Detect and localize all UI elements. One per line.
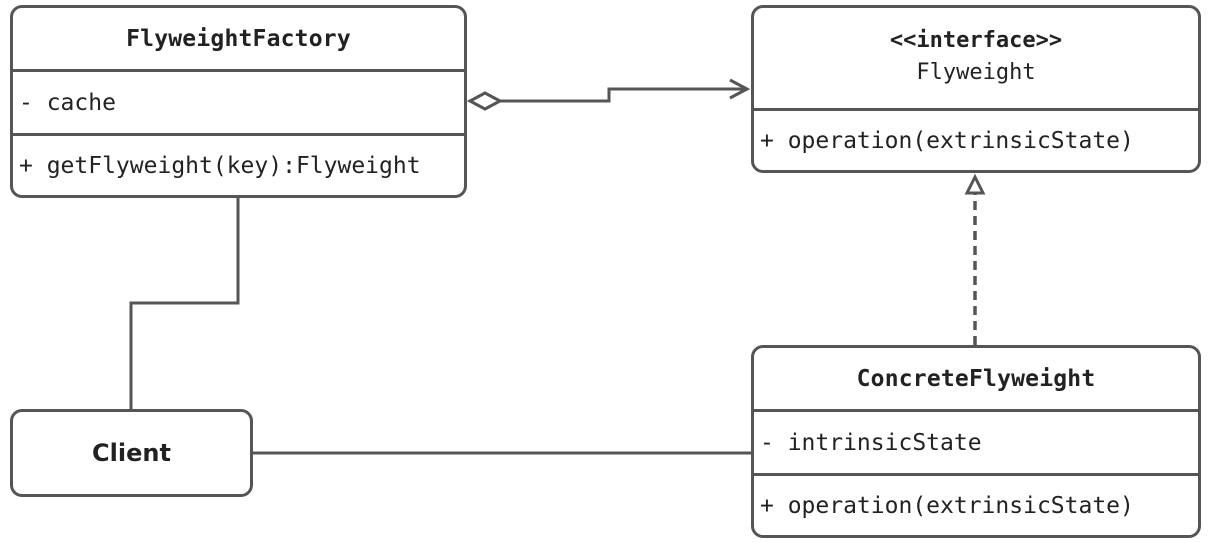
client-name: Client — [92, 439, 171, 467]
concrete-flyweight-class[interactable]: ConcreteFlyweight - intrinsicState + ope… — [751, 345, 1201, 538]
flyweight-header: <<interface>> Flyweight — [754, 8, 1198, 111]
flyweight-factory-header: FlyweightFactory — [13, 8, 464, 72]
aggregation-line — [500, 87, 744, 103]
flyweight-name: Flyweight — [916, 60, 1036, 85]
aggregation-arrowhead — [729, 78, 751, 100]
realization-triangle — [964, 173, 986, 195]
factory-client-association — [129, 197, 240, 410]
flyweight-factory-class[interactable]: FlyweightFactory - cache + getFlyweight(… — [10, 5, 467, 198]
aggregation-diamond — [466, 91, 504, 111]
flyweight-interface[interactable]: <<interface>> Flyweight + operation(extr… — [751, 5, 1201, 173]
concrete-flyweight-name: ConcreteFlyweight — [856, 365, 1096, 392]
concrete-flyweight-attributes: - intrinsicState — [754, 412, 1198, 476]
flyweight-factory-operations: + getFlyweight(key):Flyweight — [13, 136, 464, 195]
flyweight-factory-attributes: - cache — [13, 72, 464, 136]
flyweight-factory-attribute: - cache — [19, 89, 116, 116]
flyweight-stereotype: <<interface>> — [889, 28, 1063, 53]
concrete-flyweight-operations: + operation(extrinsicState) — [754, 476, 1198, 535]
flyweight-factory-operation: + getFlyweight(key):Flyweight — [19, 152, 421, 179]
concrete-flyweight-header: ConcreteFlyweight — [754, 348, 1198, 412]
concrete-flyweight-operation: + operation(extrinsicState) — [760, 492, 1134, 519]
flyweight-operation: + operation(extrinsicState) — [760, 127, 1134, 154]
flyweight-operations: + operation(extrinsicState) — [754, 111, 1198, 170]
concrete-flyweight-attribute: - intrinsicState — [760, 429, 982, 456]
client-class[interactable]: Client — [10, 409, 253, 497]
flyweight-factory-name: FlyweightFactory — [126, 25, 351, 52]
client-header: Client — [13, 412, 250, 494]
